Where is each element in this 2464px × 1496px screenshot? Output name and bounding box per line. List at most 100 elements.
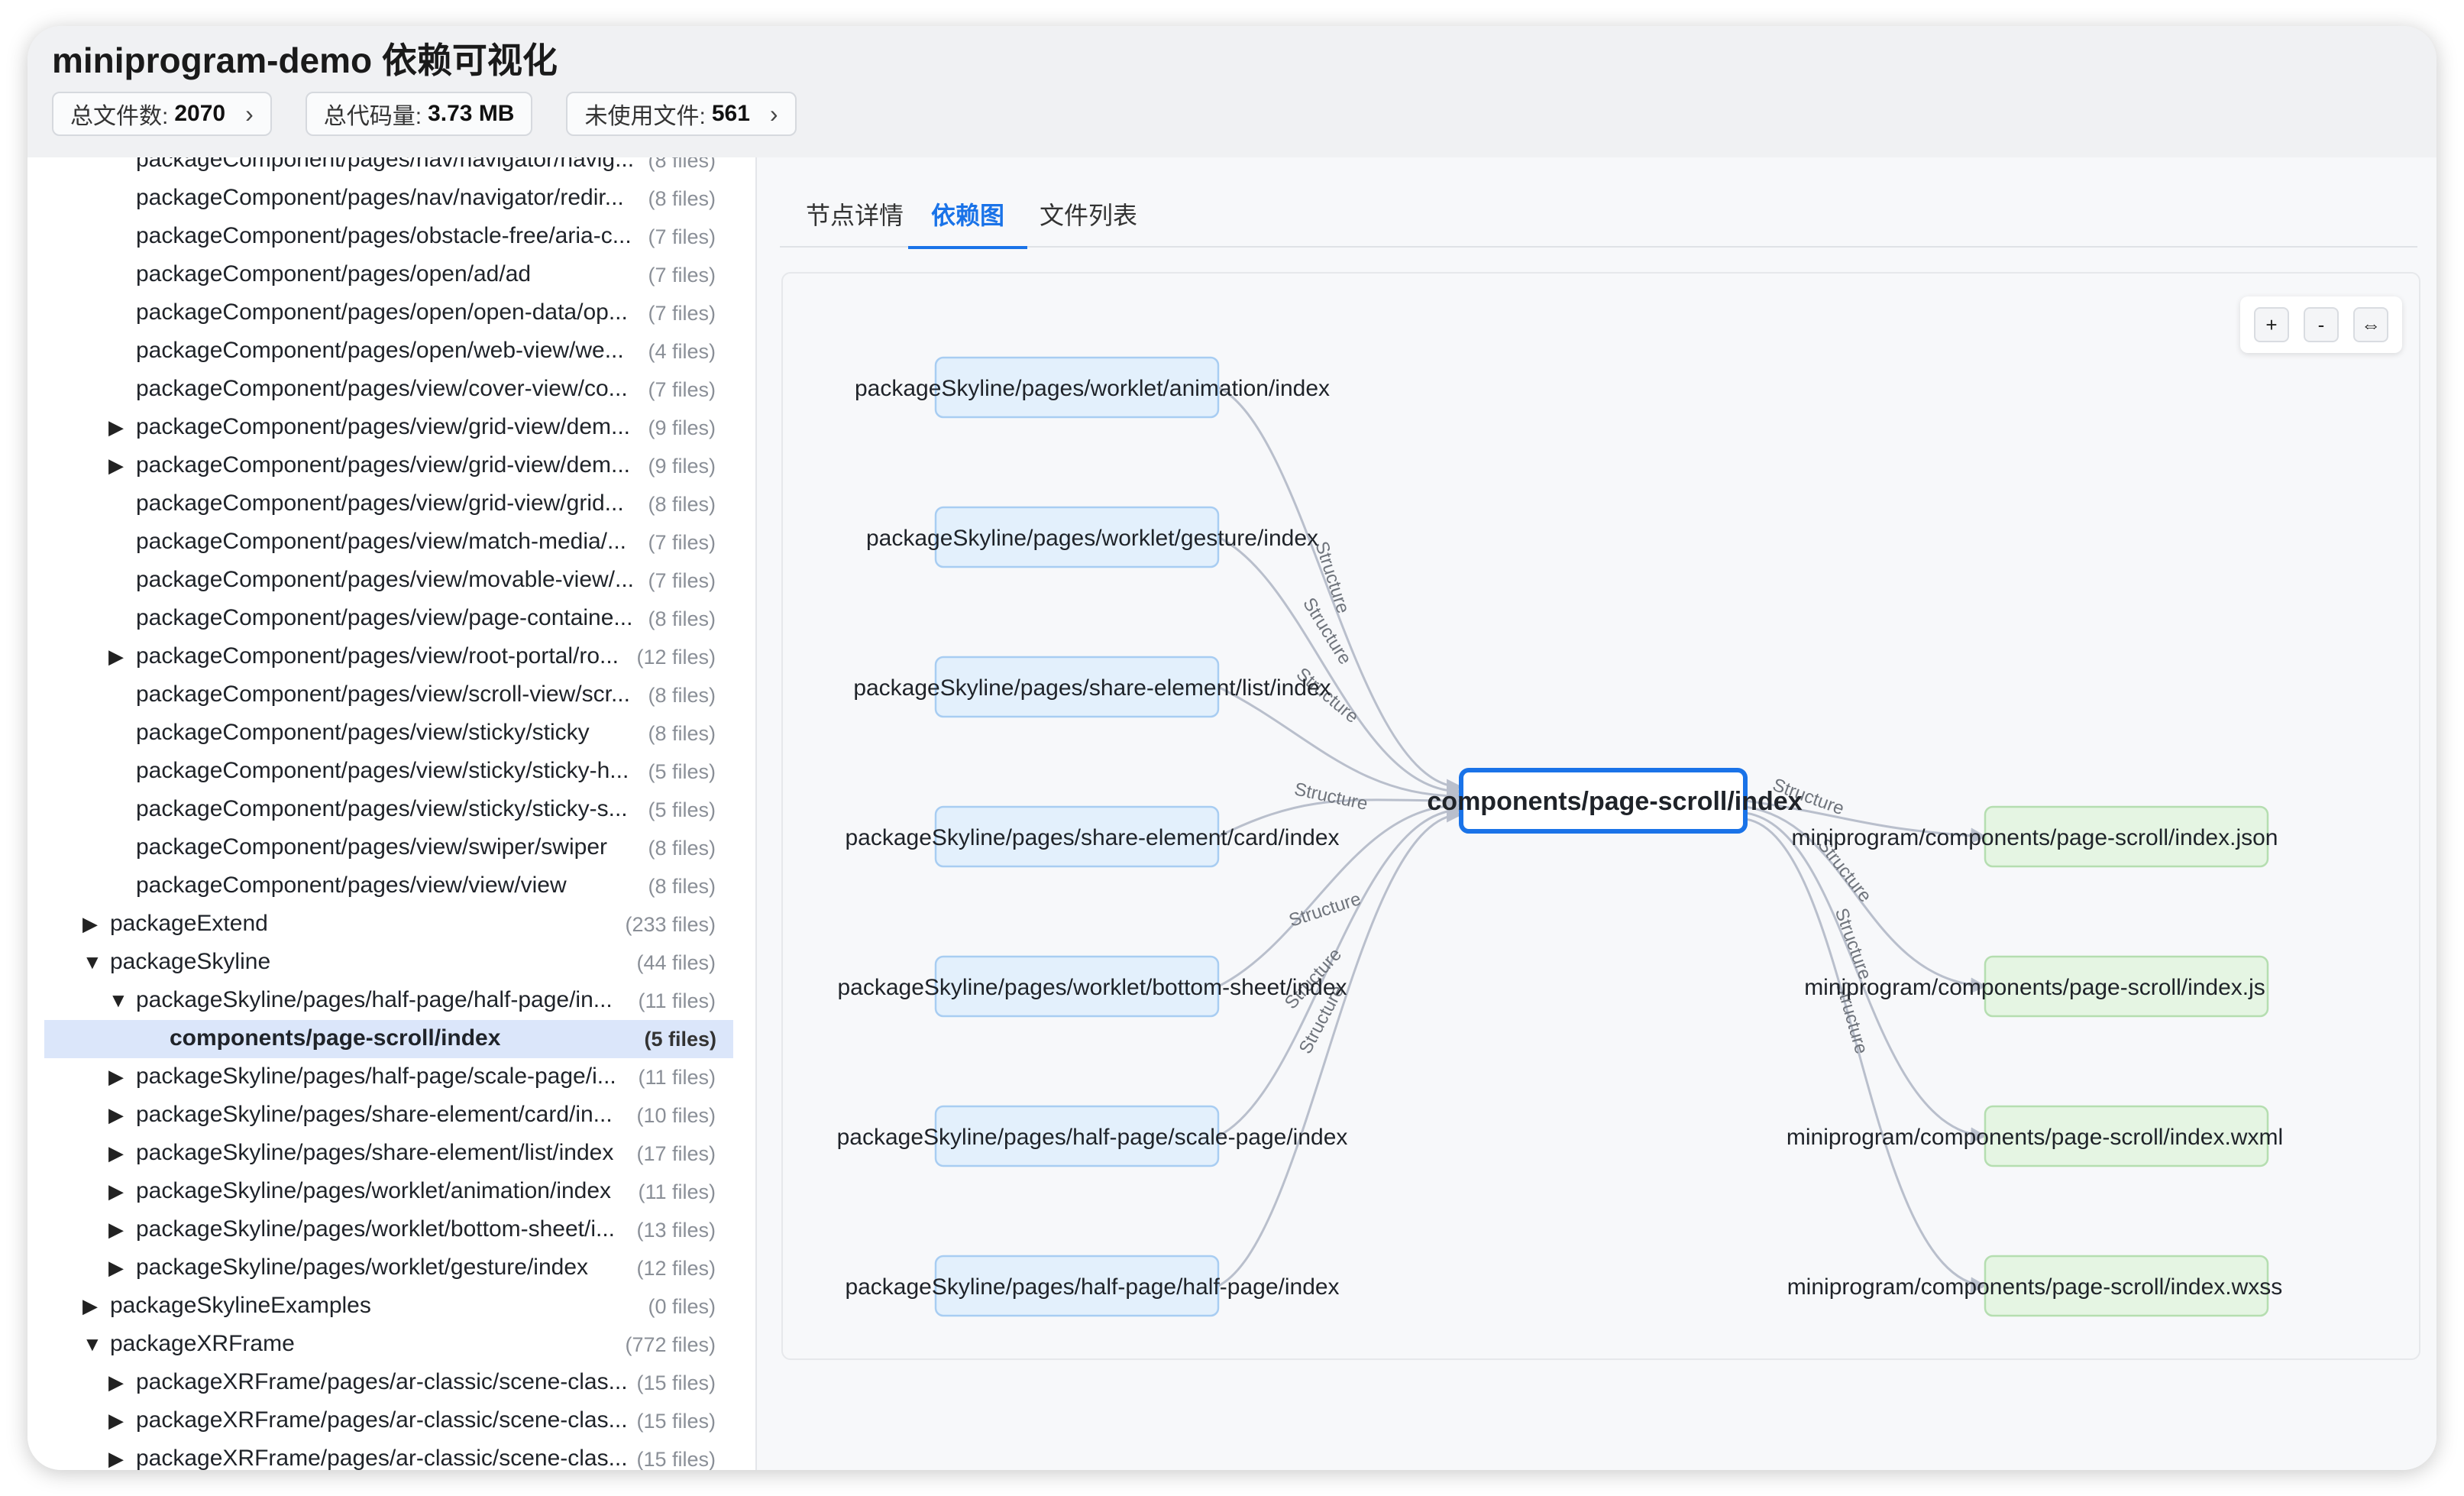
tree-item-file-count: (8 files)	[648, 875, 716, 898]
tree-item[interactable]: packageComponent/pages/view/movable-view…	[27, 562, 755, 600]
dependency-file-node[interactable]: miniprogram/components/page-scroll/index…	[1787, 1255, 2283, 1317]
caret-right-icon[interactable]: ▶	[108, 1141, 124, 1164]
chevron-right-icon: ›	[245, 99, 254, 128]
tree-item[interactable]: ▼packageXRFrame(772 files)	[27, 1326, 755, 1364]
dependency-file-node-box[interactable]	[1984, 1105, 2269, 1167]
zoom-out-button[interactable]: -	[2304, 307, 2339, 342]
importer-node-box[interactable]	[934, 805, 1220, 868]
caret-right-icon[interactable]: ▶	[108, 1371, 124, 1394]
center-node-box[interactable]	[1459, 768, 1748, 834]
importer-node[interactable]: packageSkyline/pages/half-page/half-page…	[845, 1255, 1340, 1317]
importer-node[interactable]: packageSkyline/pages/worklet/bottom-shee…	[837, 955, 1347, 1018]
caret-right-icon[interactable]: ▶	[108, 1409, 124, 1432]
tree-item-label: packageComponent/pages/open/open-data/op…	[136, 300, 628, 325]
tree-item[interactable]: packageComponent/pages/nav/navigator/red…	[27, 180, 755, 218]
tree-item[interactable]: packageComponent/pages/open/web-view/we.…	[27, 332, 755, 371]
importer-node-box[interactable]	[934, 356, 1220, 419]
zoom-in-button[interactable]: +	[2254, 307, 2289, 342]
dependency-graph-canvas[interactable]: StructureStructureStructureStructureStru…	[783, 274, 2419, 1358]
tree-item[interactable]: ▶packageSkyline/pages/worklet/bottom-she…	[27, 1211, 755, 1249]
tree-item[interactable]: ▶packageComponent/pages/view/grid-view/d…	[27, 447, 755, 485]
dependency-file-node[interactable]: miniprogram/components/page-scroll/index…	[1792, 805, 2278, 868]
tab-dependency-graph[interactable]: 依赖图	[908, 191, 1028, 249]
tree-item[interactable]: packageComponent/pages/nav/navigator/nav…	[27, 157, 755, 180]
tree-item-file-count: (4 files)	[648, 340, 716, 363]
dependency-file-node-box[interactable]	[1984, 955, 2269, 1018]
tree-item[interactable]: ▶packageXRFrame/pages/ar-classic/scene-c…	[27, 1364, 755, 1402]
tree-item[interactable]: ▶packageSkyline/pages/half-page/scale-pa…	[27, 1058, 755, 1096]
tree-item[interactable]: packageComponent/pages/view/swiper/swipe…	[27, 829, 755, 867]
tree-item-file-count: (11 files)	[638, 1066, 716, 1089]
tree-item[interactable]: ▼packageSkyline(44 files)	[27, 944, 755, 982]
tree-item[interactable]: ▼packageSkyline/pages/half-page/half-pag…	[27, 982, 755, 1020]
caret-right-icon[interactable]: ▶	[108, 1180, 124, 1203]
dependency-file-node-box[interactable]	[1984, 805, 2269, 868]
caret-right-icon[interactable]: ▶	[108, 416, 124, 439]
file-tree-sidebar[interactable]: packageComponent/pages/nav/navigator/nav…	[27, 157, 757, 1470]
caret-down-icon[interactable]: ▼	[82, 1332, 102, 1355]
tree-item-selected[interactable]: components/page-scroll/index(5 files)	[44, 1020, 733, 1058]
caret-down-icon[interactable]: ▼	[108, 989, 128, 1012]
tree-item[interactable]: packageComponent/pages/view/scroll-view/…	[27, 676, 755, 714]
caret-right-icon[interactable]: ▶	[82, 912, 98, 935]
caret-right-icon[interactable]: ▶	[108, 1103, 124, 1126]
importer-node[interactable]: packageSkyline/pages/worklet/gesture/ind…	[866, 506, 1318, 568]
tree-item[interactable]: packageComponent/pages/view/page-contain…	[27, 600, 755, 638]
caret-right-icon[interactable]: ▶	[108, 1256, 124, 1279]
importer-node[interactable]: packageSkyline/pages/half-page/scale-pag…	[837, 1105, 1348, 1167]
caret-down-icon[interactable]: ▼	[82, 950, 102, 973]
dependency-file-node[interactable]: miniprogram/components/page-scroll/index…	[1804, 955, 2269, 1018]
node-label: miniprogram/components/page-scroll/index…	[1804, 975, 2265, 1000]
dependency-edge	[1217, 536, 1463, 800]
caret-right-icon[interactable]: ▶	[108, 645, 124, 668]
tree-item[interactable]: ▶packageSkyline/pages/worklet/animation/…	[27, 1173, 755, 1211]
header: miniprogram-demo 依赖可视化 总文件数: 2070 › 总代码量…	[27, 26, 2437, 159]
stat-unused-files[interactable]: 未使用文件: 561 ›	[566, 92, 797, 136]
tree-item[interactable]: packageComponent/pages/obstacle-free/ari…	[27, 218, 755, 256]
tree-item[interactable]: packageComponent/pages/view/grid-view/gr…	[27, 485, 755, 523]
importer-node-box[interactable]	[934, 955, 1220, 1018]
tree-item[interactable]: packageComponent/pages/view/sticky/stick…	[27, 714, 755, 753]
app-window: miniprogram-demo 依赖可视化 总文件数: 2070 › 总代码量…	[27, 26, 2437, 1470]
tree-item[interactable]: ▶packageXRFrame/pages/ar-classic/scene-c…	[27, 1440, 755, 1470]
caret-right-icon[interactable]: ▶	[82, 1294, 98, 1317]
tab-file-list[interactable]: 文件列表	[1040, 202, 1138, 229]
tree-item[interactable]: ▶packageExtend(233 files)	[27, 905, 755, 944]
stat-total-files[interactable]: 总文件数: 2070 ›	[52, 92, 272, 136]
caret-right-icon[interactable]: ▶	[108, 454, 124, 477]
dependency-file-node-box[interactable]	[1984, 1255, 2269, 1317]
center-node[interactable]: components/page-scroll/index	[1427, 768, 1803, 834]
tree-item-file-count: (7 files)	[648, 531, 716, 554]
importer-node[interactable]: packageSkyline/pages/share-element/list/…	[853, 656, 1331, 718]
importer-node-box[interactable]	[934, 656, 1220, 718]
importer-node[interactable]: packageSkyline/pages/worklet/animation/i…	[855, 356, 1330, 419]
tree-item[interactable]: packageComponent/pages/view/sticky/stick…	[27, 791, 755, 829]
tree-item-file-count: (7 files)	[648, 302, 716, 325]
caret-right-icon[interactable]: ▶	[108, 1218, 124, 1241]
importer-node-box[interactable]	[934, 1255, 1220, 1317]
tree-item[interactable]: packageComponent/pages/view/match-media/…	[27, 523, 755, 562]
importer-node[interactable]: packageSkyline/pages/share-element/card/…	[845, 805, 1340, 868]
tab-node-details[interactable]: 节点详情	[806, 202, 904, 229]
tree-item[interactable]: ▶packageXRFrame/pages/ar-classic/scene-c…	[27, 1402, 755, 1440]
importer-node-box[interactable]	[934, 506, 1220, 568]
tree-item-file-count: (8 files)	[648, 722, 716, 745]
tree-item[interactable]: ▶packageComponent/pages/view/grid-view/d…	[27, 409, 755, 447]
tree-item[interactable]: ▶packageSkyline/pages/share-element/card…	[27, 1096, 755, 1135]
importer-node-box[interactable]	[934, 1105, 1220, 1167]
tree-item[interactable]: packageComponent/pages/open/open-data/op…	[27, 294, 755, 332]
tree-item[interactable]: ▶packageSkyline/pages/worklet/gesture/in…	[27, 1249, 755, 1287]
tree-item[interactable]: packageComponent/pages/open/ad/ad(7 file…	[27, 256, 755, 294]
caret-right-icon[interactable]: ▶	[108, 1065, 124, 1088]
tree-item[interactable]: packageComponent/pages/view/cover-view/c…	[27, 371, 755, 409]
fit-view-button[interactable]: ⇔	[2353, 307, 2388, 342]
dependency-file-node[interactable]: miniprogram/components/page-scroll/index…	[1787, 1105, 2283, 1167]
tree-item[interactable]: ▶packageSkyline/pages/share-element/list…	[27, 1135, 755, 1173]
caret-right-icon[interactable]: ▶	[108, 1447, 124, 1470]
tree-item[interactable]: ▶packageSkylineExamples(0 files)	[27, 1287, 755, 1326]
tree-item[interactable]: packageComponent/pages/view/view/view(8 …	[27, 867, 755, 905]
tree-item[interactable]: packageComponent/pages/view/sticky/stick…	[27, 753, 755, 791]
tree-item[interactable]: ▶packageComponent/pages/view/root-portal…	[27, 638, 755, 676]
